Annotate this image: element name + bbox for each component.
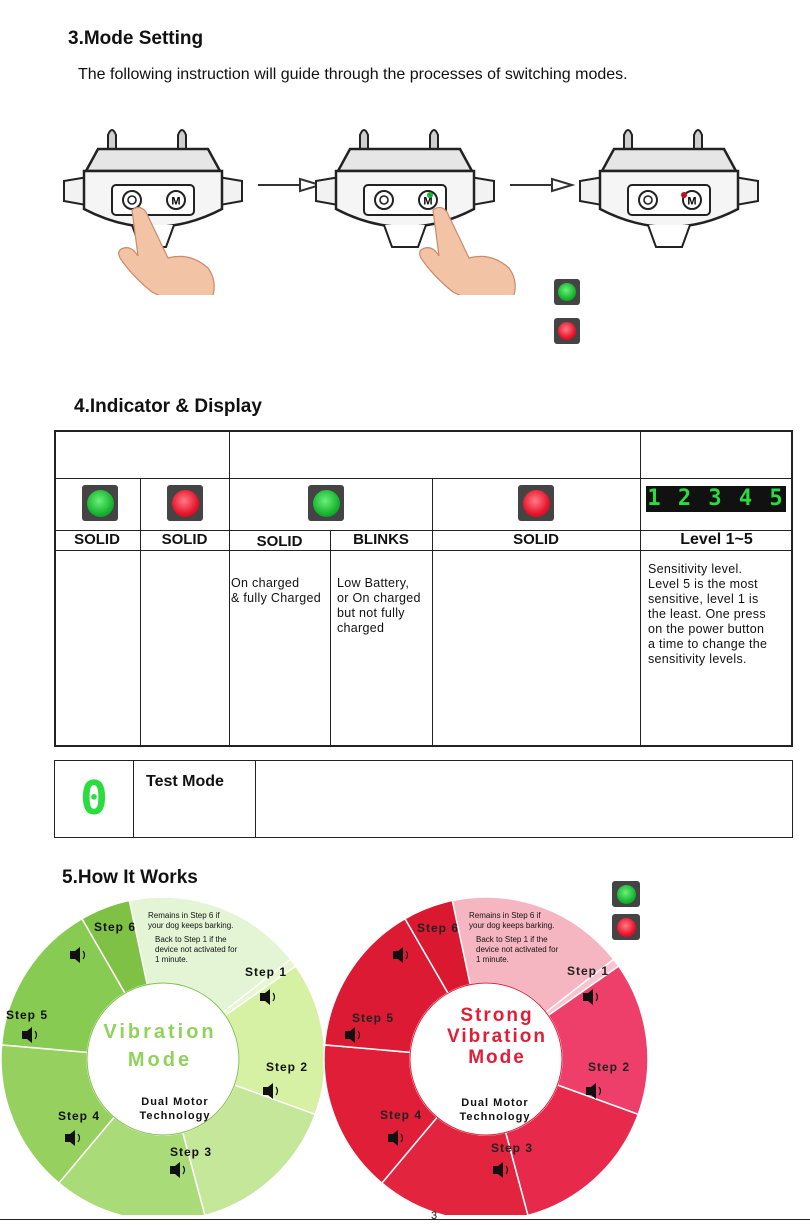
speaker-icon	[170, 1162, 186, 1178]
mode-setting-illustration: M	[62, 128, 760, 295]
right-step-6: Step 6	[417, 921, 460, 935]
speaker-icon	[388, 1130, 404, 1146]
section-5-title: 5.How It Works	[62, 867, 198, 888]
left-step-5: Step 5	[6, 1008, 49, 1022]
how-it-works-wheels	[0, 896, 649, 1215]
table-green-led-1	[82, 485, 118, 521]
speaker-icon	[65, 1130, 81, 1146]
footer-line	[0, 1219, 810, 1220]
right-step-3: Step 3	[491, 1141, 534, 1155]
right-center-title: Strong Vibration Mode	[447, 1005, 547, 1068]
legend-red-led	[554, 318, 580, 344]
section-3-title: 3.Mode Setting	[68, 28, 204, 49]
section-5-green-led	[612, 881, 640, 907]
label-level: Level 1~5	[680, 531, 753, 548]
right-step-1: Step 1	[567, 964, 610, 978]
label-blinks: BLINKS	[353, 531, 409, 548]
label-solid-2: SOLID	[161, 531, 208, 548]
legend-green-led	[554, 279, 580, 305]
speaker-icon	[260, 989, 276, 1005]
desc-on-charged: On charged & fully Charged	[231, 576, 321, 605]
right-note-back: Back to Step 1 if the device not activat…	[476, 935, 559, 964]
left-center-title: Vibration Mode	[103, 1021, 217, 1071]
desc-sensitivity: Sensitivity level. Level 5 is the most s…	[648, 562, 768, 666]
left-note-back: Back to Step 1 if the device not activat…	[155, 935, 238, 964]
right-note-remain: Remains in Step 6 if your dog keeps bark…	[469, 911, 555, 930]
section-5-red-led	[612, 914, 640, 940]
label-solid-3: SOLID	[256, 533, 303, 550]
right-center-sub: Dual Motor Technology	[459, 1097, 531, 1123]
left-step-2: Step 2	[266, 1060, 309, 1074]
left-step-1: Step 1	[245, 965, 288, 979]
test-mode-digit: 0	[80, 771, 108, 825]
pointing-hand-2	[419, 206, 516, 295]
speaker-icon	[70, 947, 86, 963]
right-step-4: Step 4	[380, 1108, 423, 1122]
table-green-led-2	[308, 485, 344, 521]
left-step-4: Step 4	[58, 1109, 101, 1123]
left-step-3: Step 3	[170, 1145, 213, 1159]
table-red-led-1	[167, 485, 203, 521]
test-mode-label: Test Mode	[146, 773, 224, 790]
right-wheel-center	[409, 982, 563, 1136]
desc-low-battery: Low Battery, or On charged but not fully…	[337, 576, 421, 635]
speaker-icon	[263, 1083, 279, 1099]
left-wheel-center	[86, 982, 240, 1136]
section-4-title: 4.Indicator & Display	[74, 396, 262, 417]
indicator-table: 1 2 3 4 5 SOLID SOLID SOLID BLINKS SOLID…	[54, 430, 793, 747]
right-step-5: Step 5	[352, 1011, 395, 1025]
device-3-red-led	[681, 192, 687, 198]
speaker-icon	[22, 1027, 38, 1043]
table-red-led-2	[518, 485, 554, 521]
collar-device-3	[578, 128, 760, 249]
speaker-icon	[583, 989, 599, 1005]
left-center-sub: Dual Motor Technology	[139, 1096, 211, 1122]
test-mode-box: 0 Test Mode	[54, 760, 793, 838]
speaker-icon	[345, 1027, 361, 1043]
label-solid-4: SOLID	[513, 531, 559, 548]
speaker-icon	[393, 947, 409, 963]
speaker-icon	[493, 1162, 509, 1178]
left-step-6: Step 6	[94, 920, 137, 934]
label-solid-1: SOLID	[74, 531, 120, 548]
right-step-2: Step 2	[588, 1060, 631, 1074]
left-note-remain: Remains in Step 6 if your dog keeps bark…	[148, 911, 234, 930]
speaker-icon	[586, 1083, 602, 1099]
level-digit-display: 1 2 3 4 5	[646, 486, 786, 512]
collar-device-2	[314, 128, 496, 249]
section-3-intro: The following instruction will guide thr…	[78, 66, 628, 83]
page-number: 3	[431, 1210, 438, 1222]
device-2-green-led	[427, 192, 433, 198]
